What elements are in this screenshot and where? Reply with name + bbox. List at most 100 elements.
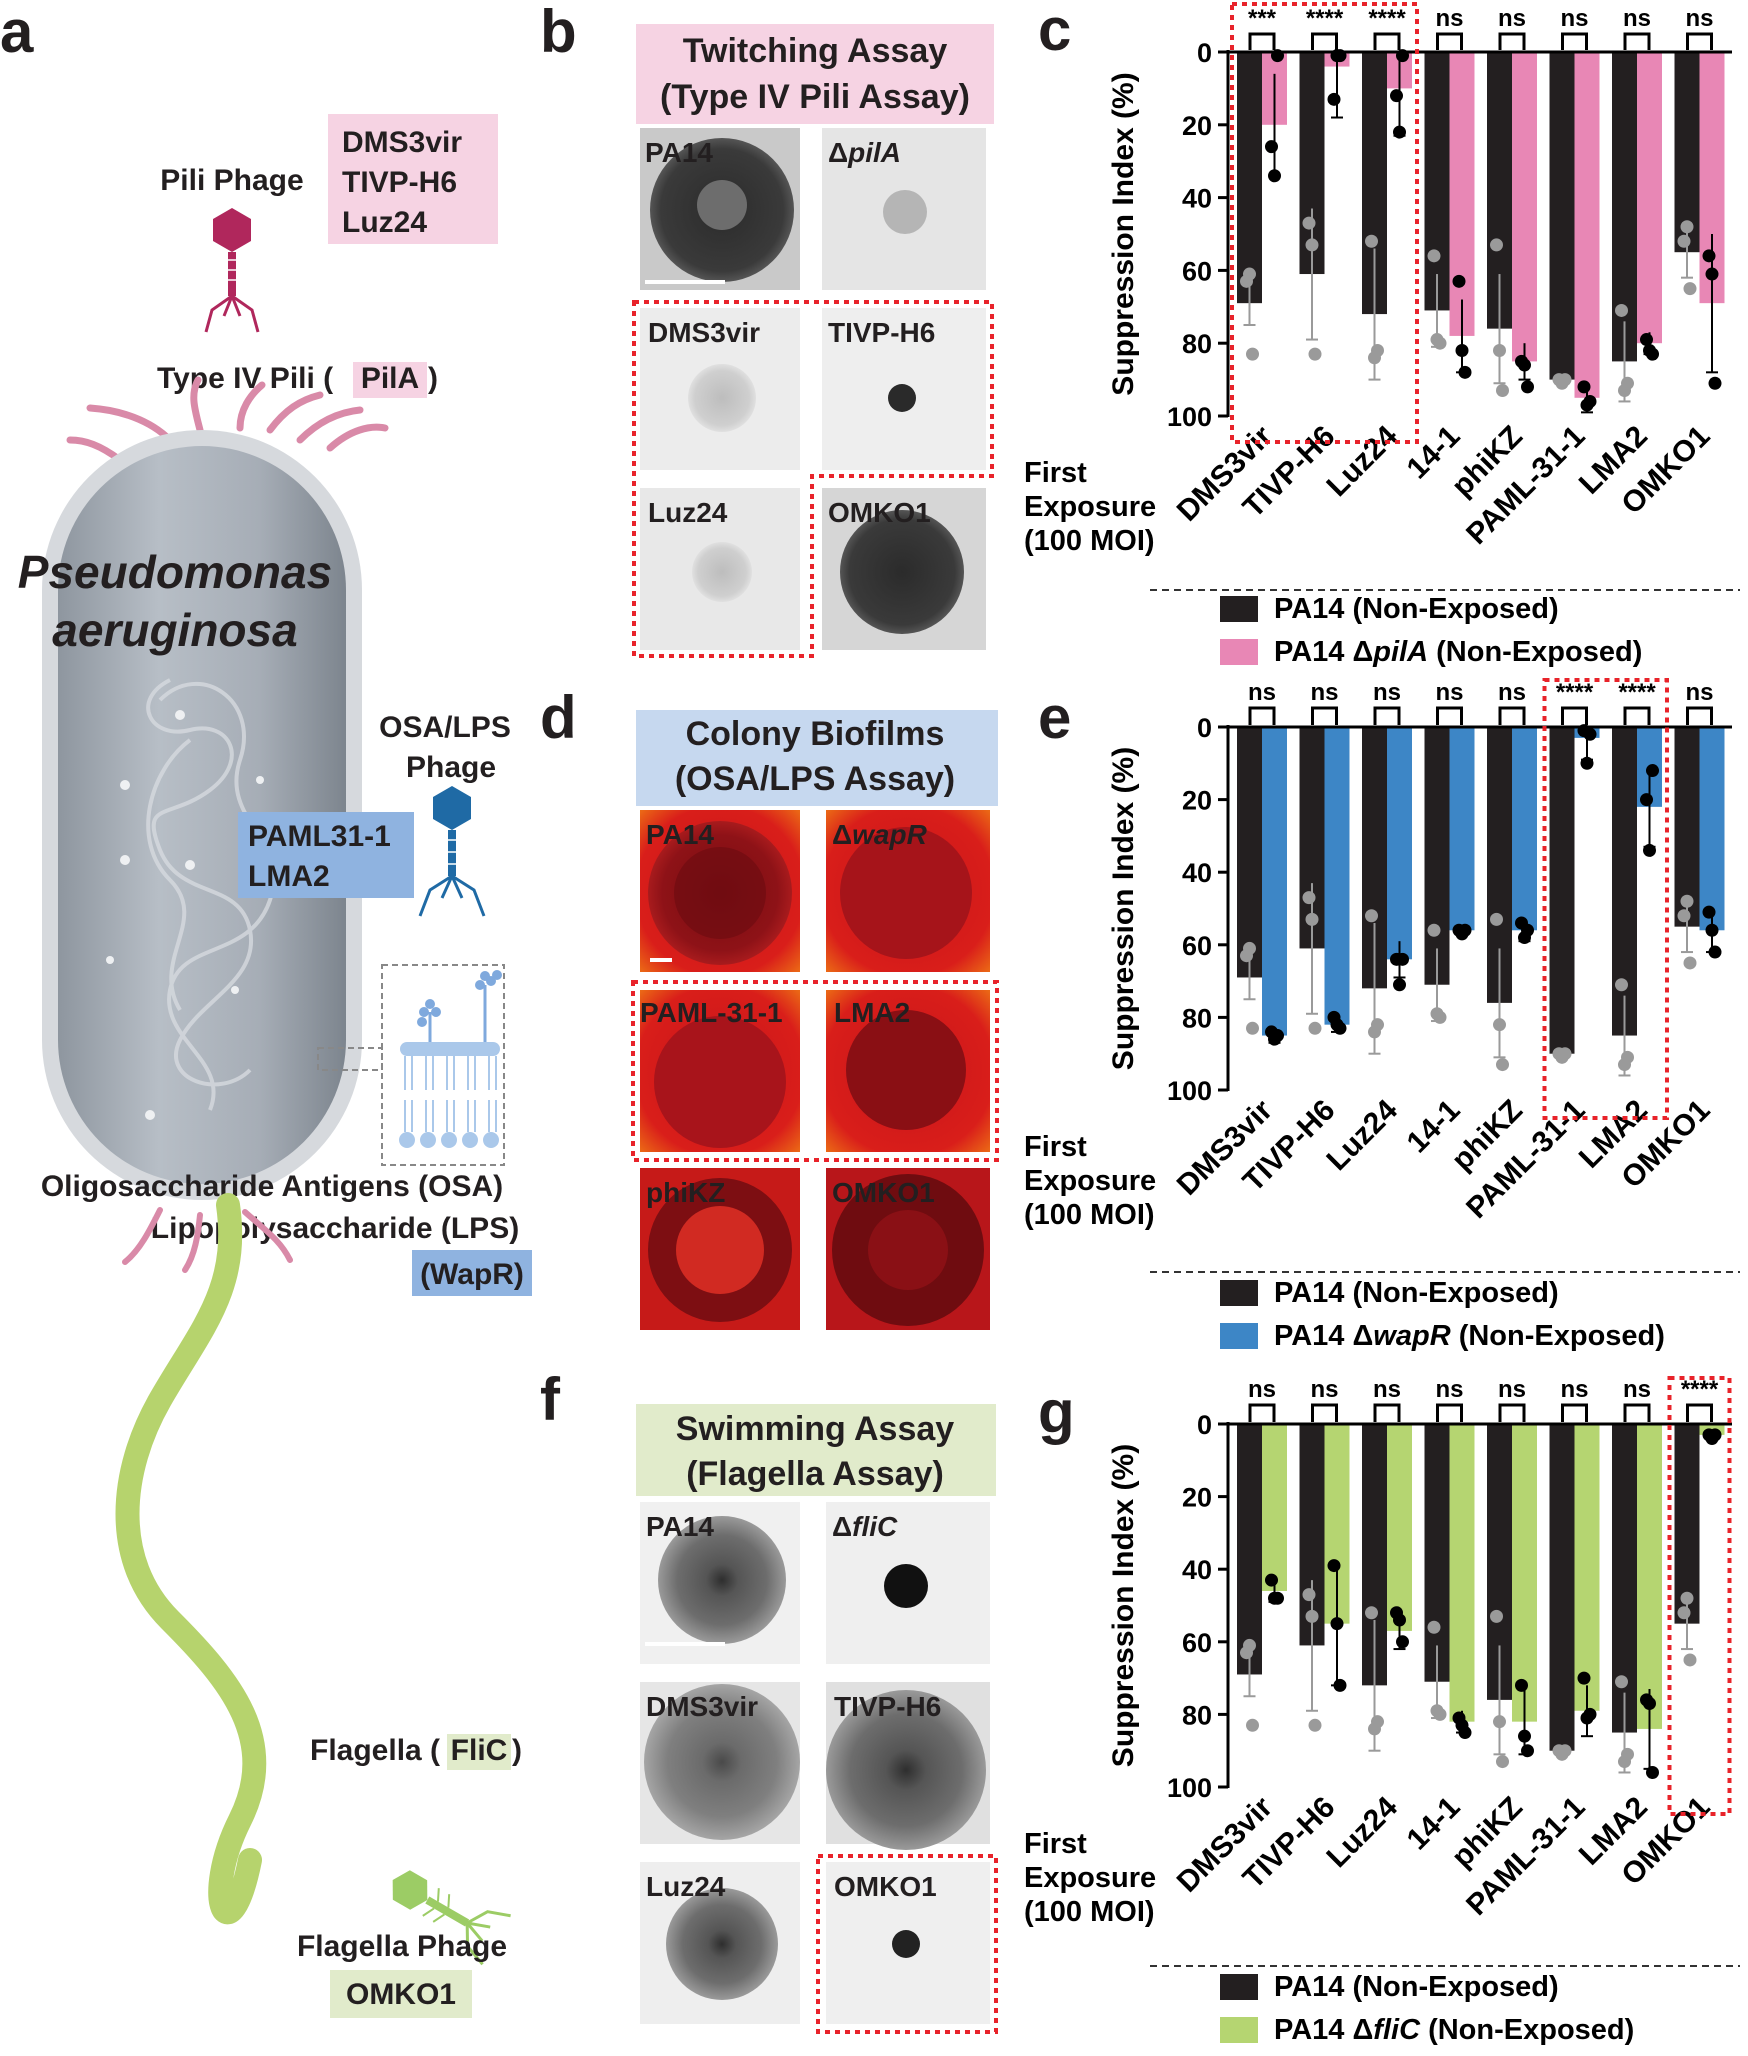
chart-e-point-s0-0-2 — [1246, 1021, 1259, 1035]
chart-e-point-s1-1-2 — [1333, 1021, 1347, 1035]
chart-e-sig-bracket-6 — [1623, 706, 1651, 725]
chart-g-point-s1-2-1 — [1393, 1613, 1406, 1627]
chart-c-bar-s0-5 — [1549, 52, 1575, 380]
chart-c-point-s1-3-2 — [1458, 365, 1472, 379]
pili-phage-name-2: TIVP-H6 — [342, 166, 457, 199]
chart-e-ytick-label-5: 100 — [1167, 1076, 1212, 1106]
chart-c-point-s1-2-2 — [1396, 49, 1409, 63]
chart-c-legend-swatch-1 — [1220, 639, 1258, 665]
chart-e-point-s1-3-2 — [1458, 923, 1472, 937]
flagella-phage-name: OMKO1 — [346, 1978, 456, 2011]
tile-d-label-4: LMA2 — [834, 997, 910, 1028]
panel-d-title-2: (OSA/LPS Assay) — [675, 760, 955, 798]
chart-e-ytick-label-3: 60 — [1182, 931, 1212, 961]
chart-e-point-s1-7-1 — [1705, 923, 1719, 937]
scale-bar-d — [650, 958, 672, 962]
chart-c-sig-label-3: ns — [1435, 5, 1463, 32]
flagella-prefix: Flagella ( — [310, 1734, 440, 1767]
chart-g-ytick-label-5: 100 — [1167, 1773, 1212, 1803]
chart-e-sig-label-7: ns — [1685, 679, 1713, 706]
chart-c-point-s0-4-2 — [1496, 384, 1509, 398]
chart-c-point-s0-3-2 — [1433, 336, 1447, 350]
chart-e-sig-label-3: ns — [1435, 679, 1463, 706]
chart-c-point-s1-1-2 — [1333, 49, 1347, 63]
chart-e-point-s1-2-1 — [1393, 978, 1406, 992]
chart-g-legend-label-1-gene: fliC — [1373, 2014, 1421, 2046]
chart-g-sig-label-6: ns — [1623, 1376, 1651, 1403]
panel-f: f Swimming Assay (Flagella Assay) PA14 Δ… — [540, 1366, 998, 2034]
tile-f-tivp-colony — [826, 1690, 986, 1850]
chart-g-ytick-label-1: 20 — [1182, 1483, 1212, 1513]
chart-g-point-s1-4-1 — [1518, 1729, 1531, 1743]
tile-f-label-2-gene: fliC — [852, 1511, 898, 1542]
chart-c-point-s0-5-2 — [1558, 373, 1572, 387]
chart-g-ylabel: Suppression Index (%) — [1107, 1444, 1140, 1767]
chart-c-point-s1-3-0 — [1452, 274, 1466, 288]
chart-g-point-s0-4-0 — [1490, 1609, 1503, 1623]
tile-b-label-1: PA14 — [645, 137, 713, 168]
chart-g-point-s0-1-2 — [1308, 1718, 1322, 1732]
chart-e-point-s0-7-2 — [1683, 956, 1697, 970]
chart-g-point-s0-7-1 — [1680, 1591, 1694, 1605]
chart-c-xlabel-line-2: (100 MOI) — [1024, 525, 1155, 557]
panel-d-highlight — [631, 980, 999, 1162]
pili-phage-icon — [204, 208, 260, 333]
chart-e-point-s1-4-2 — [1521, 923, 1534, 937]
chart-e-bar-s0-5 — [1549, 727, 1575, 1054]
chart-g-sig-bracket-2 — [1373, 1403, 1401, 1422]
chart-c-point-s0-6-2 — [1621, 376, 1634, 390]
chart-e-point-s0-7-1 — [1680, 894, 1694, 908]
chart-c-xlabel-line-0: First — [1024, 457, 1087, 489]
chart-g-point-s1-1-2 — [1333, 1678, 1347, 1692]
chart-e-category-label-2: Luz24 — [1320, 1093, 1404, 1177]
chart-g-legend-label-0: PA14 (Non-Exposed) — [1274, 1971, 1559, 2003]
chart-c-point-s0-4-0 — [1490, 238, 1503, 252]
tile-b-label-2: ΔpilA — [828, 137, 901, 168]
chart-g-point-s0-7-0 — [1677, 1606, 1691, 1620]
chart-c-sig-bracket-0 — [1248, 32, 1276, 50]
chart-e-sig-bracket-7 — [1686, 706, 1713, 725]
chart-c-sig-label-5: ns — [1560, 5, 1588, 32]
panel-d-title-box — [636, 710, 998, 806]
species-line1: Pseudomonas — [18, 546, 332, 598]
tile-b-omko1-colony — [840, 510, 964, 634]
chart-c-legend-swatch-0 — [1220, 596, 1258, 622]
tile-d-label-2-delta: Δ — [832, 819, 852, 850]
scale-bar-b — [645, 280, 725, 284]
tile-d-label-2-gene: wapR — [852, 819, 927, 850]
lps-label: Lipopolysaccharide (LPS) — [151, 1212, 519, 1245]
pili-phage-label: Pili Phage — [160, 164, 303, 197]
pili-phage-box — [328, 114, 498, 244]
chart-g-bar-s1-5 — [1574, 1424, 1600, 1711]
tile-b-label-6: OMKO1 — [828, 497, 931, 528]
cell-granules — [106, 710, 264, 1120]
tile-d-omko1-center — [868, 1210, 948, 1290]
chart-e-bar-s0-0 — [1237, 727, 1262, 978]
chart-g-sig-label-2: ns — [1373, 1376, 1401, 1403]
chart-g-point-s0-1-0 — [1302, 1588, 1316, 1602]
chart-e-legend-label-1-gene: wapR — [1373, 1320, 1450, 1352]
chart-e-legend-label-1-suffix: (Non-Exposed) — [1451, 1320, 1665, 1352]
chart-c-category-label-2: Luz24 — [1320, 419, 1404, 503]
chart-e-bar-s1-0 — [1262, 727, 1287, 1036]
chart-c-point-s1-6-0 — [1640, 333, 1653, 347]
tile-f-label-3: DMS3vir — [646, 1691, 758, 1722]
chart-c-sig-bracket-2 — [1373, 32, 1401, 50]
pili-receptor-highlight — [353, 362, 427, 398]
chart-g-sig-label-1: ns — [1310, 1376, 1338, 1403]
tile-f-pa14-colony — [658, 1516, 786, 1644]
panel-f-title-box — [636, 1404, 996, 1496]
cell-body — [58, 446, 346, 1184]
chart-c-legend-label-0: PA14 (Non-Exposed) — [1274, 593, 1559, 625]
chart-e-sig-bracket-4 — [1498, 706, 1526, 725]
tile-b-label-2-delta: Δ — [828, 137, 848, 168]
tile-f-dms3vir-colony — [644, 1684, 800, 1840]
chart-c-sig-label-7: ns — [1685, 5, 1713, 32]
chart-g-point-s0-0-1 — [1243, 1638, 1256, 1652]
chart-c-point-s0-1-2 — [1308, 347, 1322, 361]
pili-receptor-suffix: ) — [428, 362, 438, 395]
chart-c-point-s1-2-0 — [1390, 89, 1403, 103]
chart-g-bar-s1-3 — [1449, 1424, 1475, 1722]
flagella-receptor-box — [447, 1734, 511, 1770]
